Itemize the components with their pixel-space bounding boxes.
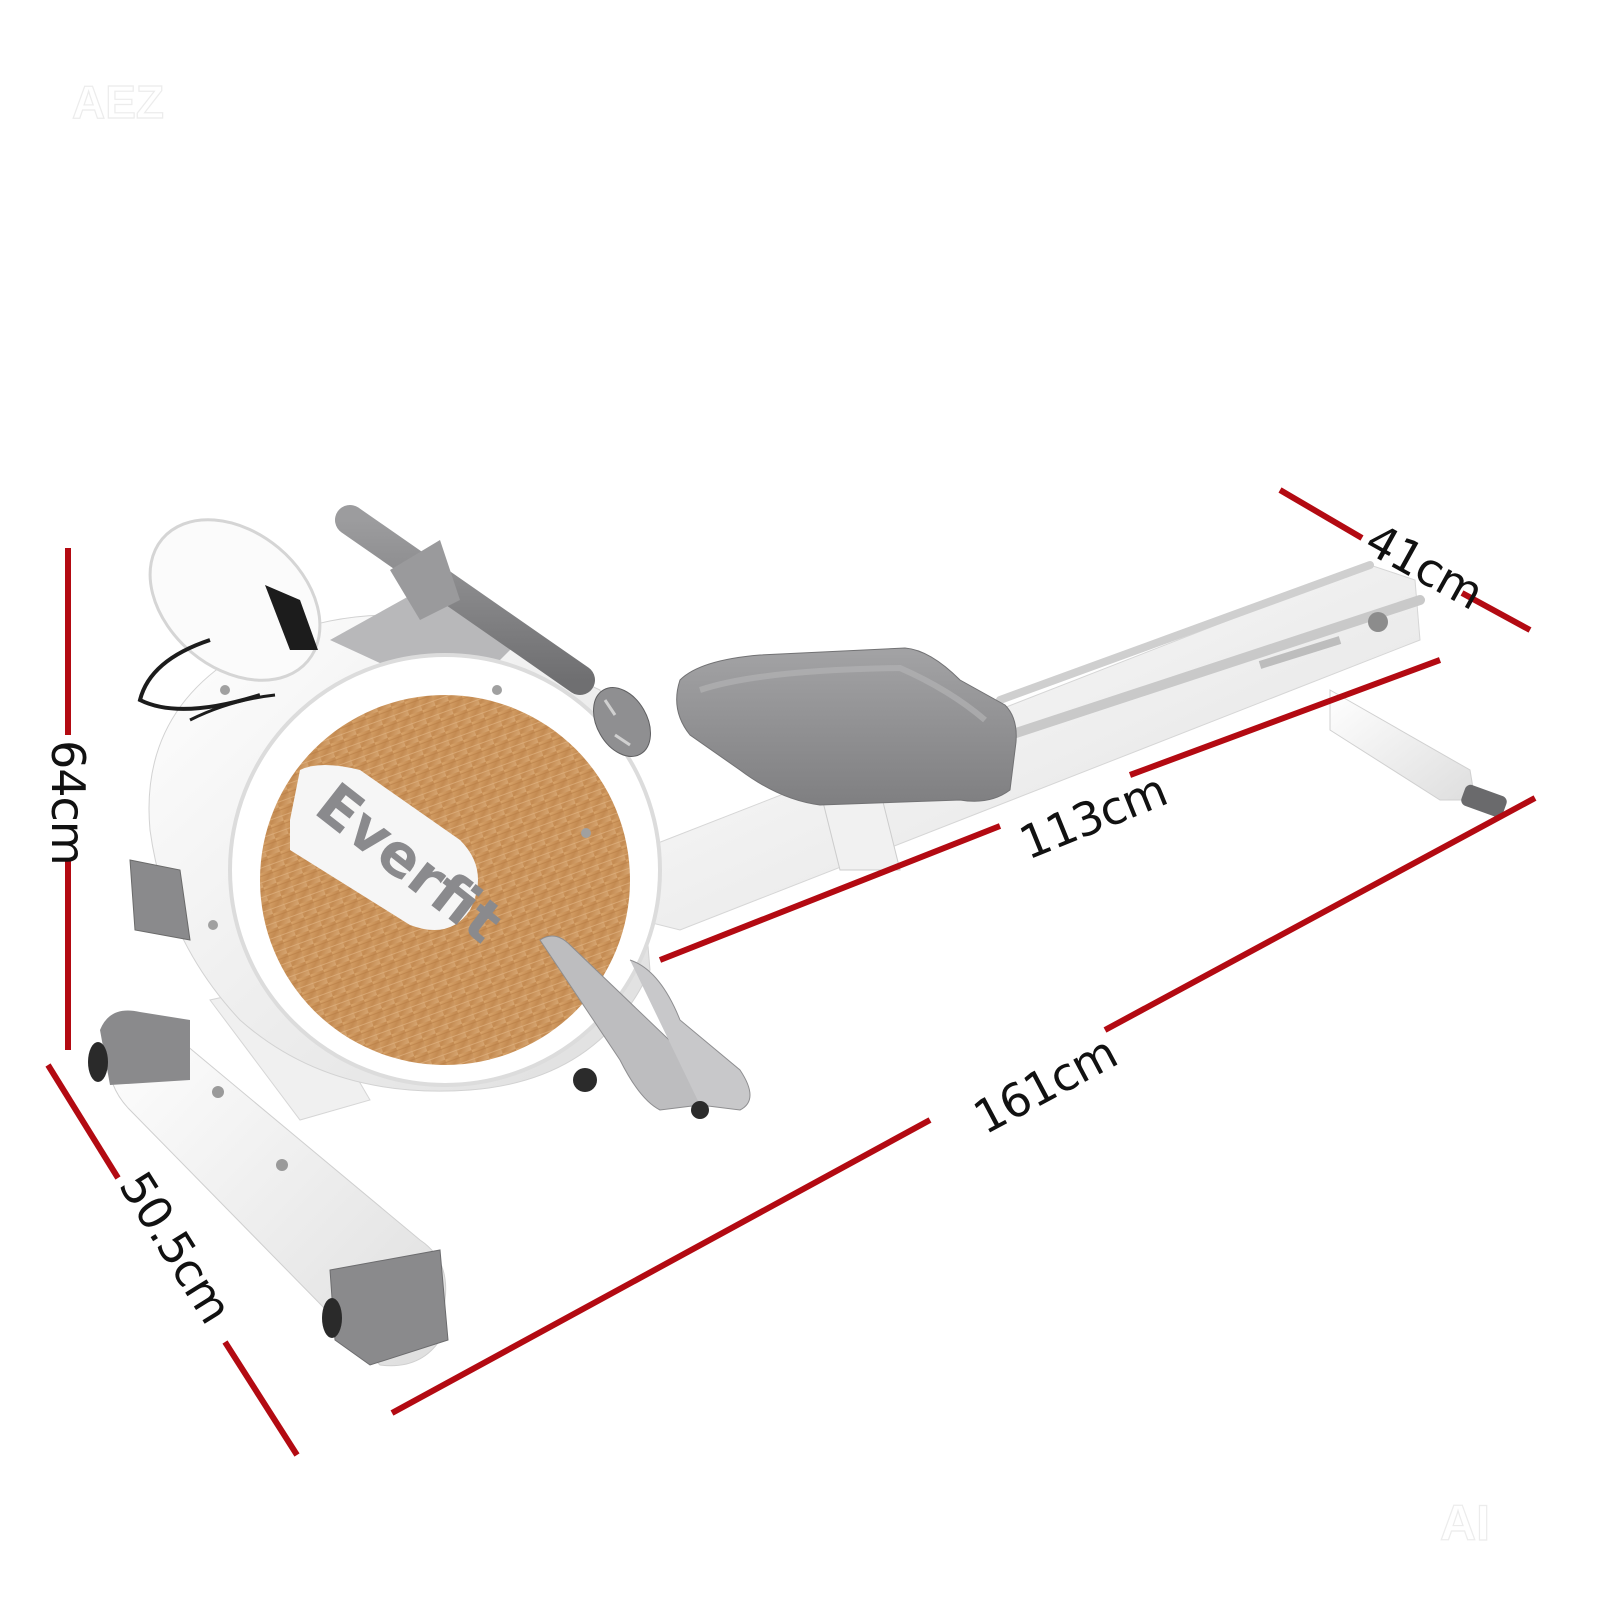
footrest	[539, 935, 751, 1119]
total-length-label: 161cm	[965, 1025, 1125, 1144]
seat	[676, 647, 1017, 871]
resistance-knob	[593, 687, 651, 757]
rear-stabilizer	[1329, 689, 1507, 818]
total-length-dimension-line-right	[1103, 795, 1537, 1033]
dimension-lines	[45, 487, 1537, 1457]
rail-length-dimension-line-right	[1128, 657, 1442, 778]
rail-length-dimension-line-left	[658, 823, 1002, 963]
total-length-dimension-line-left	[390, 1117, 932, 1416]
console-monitor	[137, 518, 322, 722]
watermark-bottom-right: AI	[1439, 1494, 1490, 1551]
svg-text:AI: AI	[1440, 1495, 1490, 1551]
base-width-dimension-line-top	[45, 1063, 121, 1180]
rear-width-dimension-line-right	[1460, 590, 1532, 633]
rear-width-dimension-line-left	[1278, 487, 1364, 541]
watermark-top-left: AEZ	[71, 75, 164, 128]
base-width-dimension-line-bottom	[222, 1340, 300, 1457]
height-label: 64cm	[41, 740, 95, 865]
rowing-machine: Everfit	[88, 505, 1507, 1367]
brand-plate	[290, 765, 478, 930]
flywheel-housing: Everfit	[129, 590, 662, 1092]
handle-bar	[335, 505, 595, 695]
front-stabilizer	[88, 1010, 449, 1367]
svg-text:AEZ: AEZ	[72, 76, 164, 128]
